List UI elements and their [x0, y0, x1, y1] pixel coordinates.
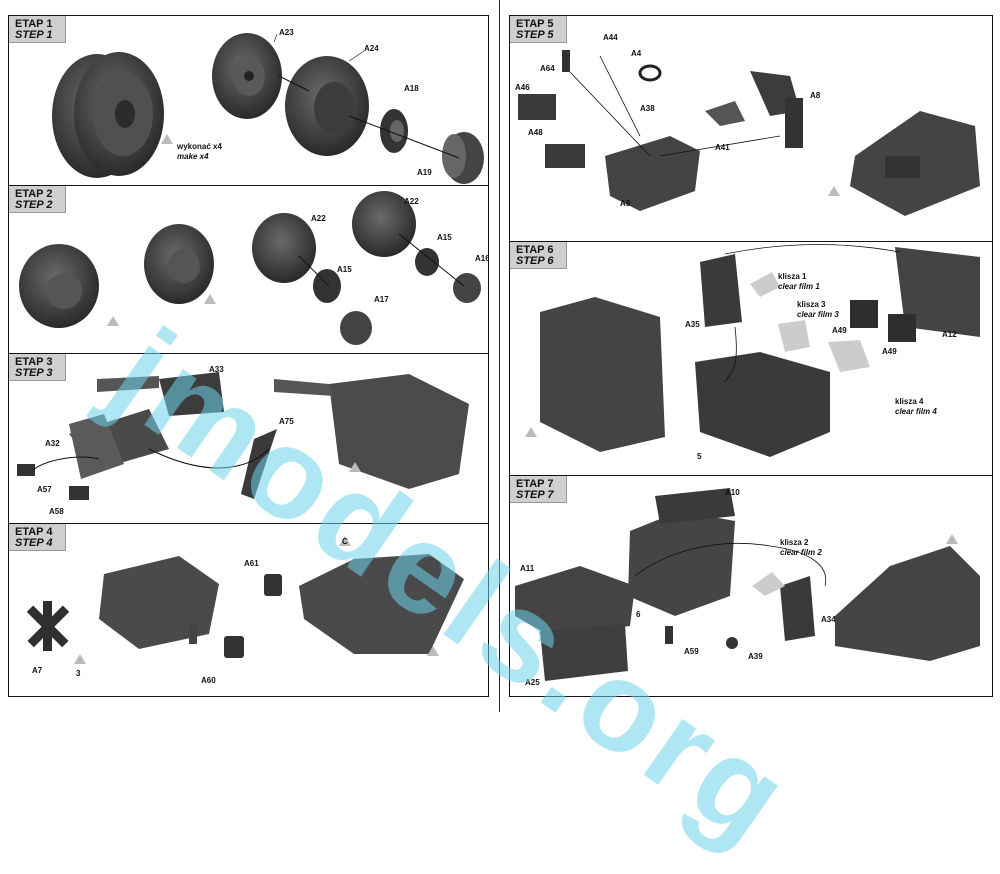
step7-illustration — [515, 488, 980, 681]
step2-part-a16: A16 — [475, 254, 489, 263]
step1-part-a24: A24 — [364, 44, 379, 53]
step7-part-a11: A11 — [520, 564, 535, 573]
step4-part-a7: A7 — [32, 666, 43, 675]
step5-part-a41: A41 — [715, 143, 730, 152]
step1-note-pl: wykonać x4 — [177, 142, 222, 151]
page-divider — [499, 0, 500, 712]
step5-illustration — [518, 50, 980, 216]
step3-header: ETAP 3 STEP 3 — [9, 354, 66, 381]
step4-step: STEP 4 — [15, 537, 53, 549]
step6-film-1-en: clear film 1 — [778, 282, 820, 291]
step6-etap: ETAP 6 — [516, 244, 554, 256]
step1-etap: ETAP 1 — [15, 18, 53, 30]
step1-panel: ETAP 1 STEP 1 A23 A24 A18 A19 — [8, 15, 489, 187]
step6-film-3: klisza 3 clear film 3 — [797, 300, 839, 320]
step3-etap: ETAP 3 — [15, 356, 53, 368]
step6-step: STEP 6 — [516, 255, 554, 267]
step6-panel: ETAP 6 STEP 6 A35 A49 A49 A12 5 klisza 1… — [509, 241, 993, 477]
step6-part-a12: A12 — [942, 330, 957, 339]
step6-film-4: klisza 4 clear film 4 — [895, 397, 937, 417]
step5-part-a44: A44 — [603, 33, 618, 42]
step2-part-a15-right: A15 — [437, 233, 452, 242]
step1-part-a19: A19 — [417, 168, 432, 177]
step2-part-a15-left: A15 — [337, 265, 352, 274]
step3-illustration — [17, 372, 469, 500]
step1-part-a18: A18 — [404, 84, 419, 93]
step2-part-a22-left: A22 — [311, 214, 326, 223]
step1-step: STEP 1 — [15, 29, 53, 41]
step6-film-4-en: clear film 4 — [895, 407, 937, 416]
step7-film-2: klisza 2 clear film 2 — [780, 538, 822, 558]
step6-marker-5: 5 — [697, 452, 702, 461]
step7-header: ETAP 7 STEP 7 — [510, 476, 567, 503]
step5-etap: ETAP 5 — [516, 18, 554, 30]
step4-header: ETAP 4 STEP 4 — [9, 524, 66, 551]
step7-part-a25: A25 — [525, 678, 540, 687]
step3-part-a57: A57 — [37, 485, 52, 494]
step2-step: STEP 2 — [15, 199, 53, 211]
step7-panel: ETAP 7 STEP 7 A10 A11 A34 A59 A39 A25 6 … — [509, 475, 993, 697]
step3-part-a32: A32 — [45, 439, 60, 448]
step7-part-a39: A39 — [748, 652, 763, 661]
step1-make-note: wykonać x4 make x4 — [177, 142, 222, 162]
step5-step: STEP 5 — [516, 29, 554, 41]
step4-part-a61: A61 — [244, 559, 259, 568]
step7-film-2-pl: klisza 2 — [780, 538, 809, 547]
step3-part-a33: A33 — [209, 365, 224, 374]
step1-part-a23: A23 — [279, 28, 294, 37]
step5-part-a9: A9 — [620, 199, 631, 208]
step6-film-3-en: clear film 3 — [797, 310, 839, 319]
step2-part-a22-right: A22 — [404, 197, 419, 206]
step6-part-a35: A35 — [685, 320, 700, 329]
step7-step: STEP 7 — [516, 489, 554, 501]
step2-part-a17: A17 — [374, 295, 389, 304]
step2-etap: ETAP 2 — [15, 188, 53, 200]
step5-part-a46: A46 — [515, 83, 530, 92]
step4-part-a60: A60 — [201, 676, 216, 685]
step5-part-a38: A38 — [640, 104, 655, 113]
step1-note-en: make x4 — [177, 152, 209, 161]
step1-header: ETAP 1 STEP 1 — [9, 16, 66, 43]
step7-film-2-en: clear film 2 — [780, 548, 822, 557]
step5-part-a4: A4 — [631, 49, 642, 58]
step2-illustration — [19, 191, 481, 345]
step5-part-a64: A64 — [540, 64, 555, 73]
step5-header: ETAP 5 STEP 5 — [510, 16, 567, 43]
step6-film-3-pl: klisza 3 — [797, 300, 826, 309]
step6-film-1: klisza 1 clear film 1 — [778, 272, 820, 292]
step3-step: STEP 3 — [15, 367, 53, 379]
step7-etap: ETAP 7 — [516, 478, 554, 490]
step4-marker-c: C — [342, 537, 348, 546]
step2-header: ETAP 2 STEP 2 — [9, 186, 66, 213]
step7-part-a34: A34 — [821, 615, 836, 624]
step7-part-a10: A10 — [725, 488, 740, 497]
step6-part-a49-right: A49 — [882, 347, 897, 356]
step4-etap: ETAP 4 — [15, 526, 53, 538]
step4-panel: ETAP 4 STEP 4 A61 A7 A60 3 C — [8, 523, 489, 697]
step6-illustration — [525, 244, 980, 457]
step6-header: ETAP 6 STEP 6 — [510, 242, 567, 269]
step5-part-a8: A8 — [810, 91, 821, 100]
step5-panel: ETAP 5 STEP 5 A44 A64 A4 A46 A38 A8 A48 … — [509, 15, 993, 243]
step7-marker-6: 6 — [636, 610, 641, 619]
step7-part-a59: A59 — [684, 647, 699, 656]
step6-film-1-pl: klisza 1 — [778, 272, 807, 281]
step4-illustration — [26, 536, 464, 664]
step6-film-4-pl: klisza 4 — [895, 397, 924, 406]
step5-part-a48: A48 — [528, 128, 543, 137]
step2-panel: ETAP 2 STEP 2 A22 A22 A15 A15 A16 A17 — [8, 185, 489, 355]
step1-illustration — [52, 33, 484, 184]
step3-part-a58: A58 — [49, 507, 64, 516]
step3-part-a75: A75 — [279, 417, 294, 426]
step4-marker-3: 3 — [76, 669, 81, 678]
step3-panel: ETAP 3 STEP 3 A33 A32 A75 A57 A58 — [8, 353, 489, 525]
step6-part-a49-left: A49 — [832, 326, 847, 335]
